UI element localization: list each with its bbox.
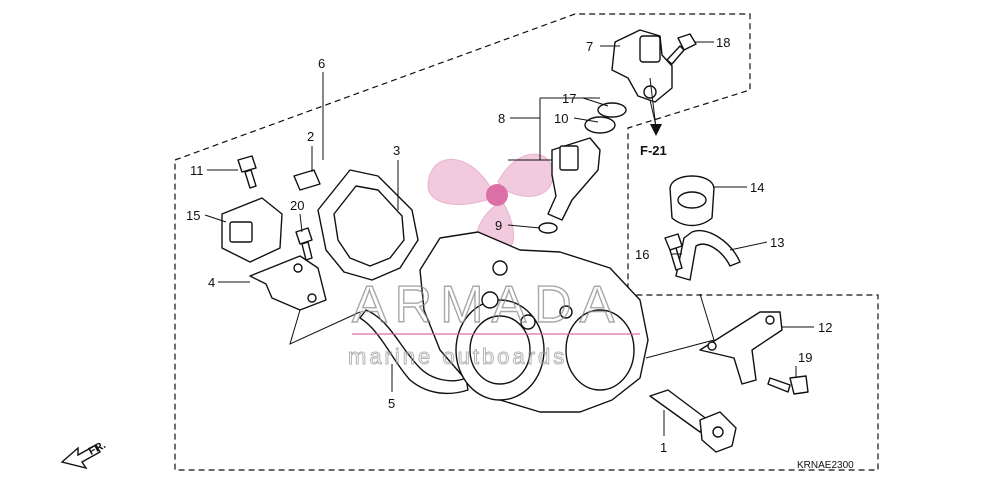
part-bolt-18 xyxy=(666,33,697,65)
part-injector xyxy=(547,137,601,221)
callout-labels: 6 7 18 17 8 10 9 F-21 14 13 16 12 19 2 3… xyxy=(87,35,855,471)
part-screw-20 xyxy=(295,227,313,261)
part-cover xyxy=(317,169,419,281)
part-bolt-16 xyxy=(664,233,683,271)
part-bolt-19 xyxy=(767,375,809,395)
watermark-brand: ARMADA xyxy=(352,276,622,334)
callout-6: 6 xyxy=(318,56,325,71)
callout-14: 14 xyxy=(750,180,764,195)
part-throttle-body xyxy=(419,231,649,413)
callout-19: 19 xyxy=(798,350,812,365)
callout-12: 12 xyxy=(818,320,832,335)
reference-label: F-21 xyxy=(640,143,667,158)
callout-13: 13 xyxy=(770,235,784,250)
callout-3: 3 xyxy=(393,143,400,158)
part-stay xyxy=(699,311,783,385)
part-mount-plate xyxy=(249,255,327,311)
callout-4: 4 xyxy=(208,275,215,290)
part-sensor xyxy=(611,29,673,103)
part-idle-screw xyxy=(649,389,737,453)
callout-2: 2 xyxy=(307,129,314,144)
drawing-code: KRNAE2300 xyxy=(797,460,854,471)
leader-lines xyxy=(204,41,814,436)
part-clamp xyxy=(675,230,741,281)
callout-18: 18 xyxy=(716,35,730,50)
watermark-text: ARMADA marine outboards xyxy=(348,275,640,370)
direction-label: FR. xyxy=(87,439,108,458)
watermark-tagline: marine outboards xyxy=(348,344,567,369)
callout-20: 20 xyxy=(290,198,304,213)
callout-10: 10 xyxy=(554,111,568,126)
callout-1: 1 xyxy=(660,440,667,455)
callout-11: 11 xyxy=(190,163,204,178)
callout-5: 5 xyxy=(388,396,395,411)
part-grommet xyxy=(669,175,715,227)
callout-9: 9 xyxy=(495,218,502,233)
callout-17: 17 xyxy=(562,91,576,106)
part-map-sensor xyxy=(221,197,283,263)
reference-arrow xyxy=(649,77,662,136)
callout-16: 16 xyxy=(635,247,649,262)
assembly-boundary xyxy=(174,13,879,471)
callout-7: 7 xyxy=(586,39,593,54)
callout-15: 15 xyxy=(186,208,200,223)
part-cap xyxy=(293,169,321,191)
callout-8: 8 xyxy=(498,111,505,126)
direction-arrow xyxy=(60,444,101,470)
part-screw-11 xyxy=(237,155,257,189)
